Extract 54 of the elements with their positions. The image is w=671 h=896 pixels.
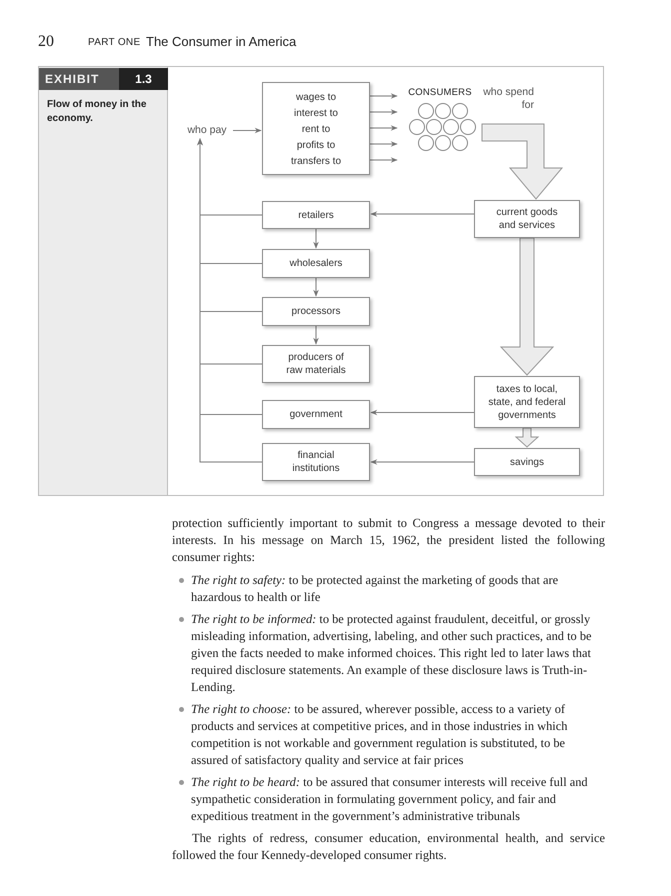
payment-box: [262, 82, 370, 175]
node-label: government: [290, 408, 342, 421]
exhibit-label: EXHIBIT: [39, 68, 119, 90]
bullet-text: The right to safety: to be protected against the marketing of goods that are hazardous to health or life: [191, 573, 558, 604]
arrow: [370, 109, 398, 115]
body-paragraph: protection sufficiently important to submit to Congress a message devoted to their interests. In his message on March 15, 1962, the president listed the following consumer rights:: [172, 515, 605, 566]
process-box: [474, 376, 580, 428]
process-box: [262, 400, 370, 429]
process-box: [474, 448, 580, 476]
process-box: [262, 443, 370, 481]
node-label: current goods and services: [495, 206, 559, 232]
bullet-text: The right to be informed: to be protected against fraudulent, deceitful, or grossly misleading information, advertising, labeling, and other such practices, and to be given the facts needed to make informed choices. This right led to later laws that required disclosure statements. An example of these disclosure laws is Truth-in-Lending.: [191, 612, 592, 694]
page-number: 20: [38, 33, 54, 51]
flow-arrow: [514, 428, 540, 448]
process-box: [262, 201, 370, 229]
node-label: transfers to: [290, 155, 342, 169]
bullet-text: The right to choose: to be assured, wherever possible, access to a variety of products and services at competitive prices, and in those industries in which competition is not workable and government regulation is substituted, to be assured of satisfactory quality and service at fair prices: [191, 702, 568, 767]
node-label: wholesalers: [290, 257, 342, 270]
process-box: [262, 345, 370, 383]
node-label: processors: [292, 305, 340, 318]
node-label: savings: [510, 456, 544, 468]
node-label: producers of raw materials: [285, 351, 347, 377]
node-label: interest to: [294, 107, 338, 121]
flow-label: who pay: [187, 124, 227, 137]
node-label: rent to: [302, 123, 330, 137]
exhibit-number: 1.3: [119, 68, 168, 90]
exhibit-title: Flow of money in the economy.: [47, 98, 148, 126]
node-label: profits to: [296, 139, 336, 153]
group-title: CONSUMERS: [408, 86, 472, 99]
running-head: PART ONE: [88, 37, 140, 48]
arrow: [370, 211, 474, 217]
flow-arrow: [482, 124, 564, 200]
process-box: [262, 249, 370, 278]
node-label: wages to: [296, 91, 336, 105]
arrow: [313, 278, 319, 297]
arrow: [232, 128, 262, 134]
node-label: retailers: [298, 208, 334, 222]
flow-arrow: [500, 238, 554, 376]
arrow: [370, 93, 398, 99]
arrow: [370, 157, 398, 163]
bullet-text: The right to be heard: to be assured that consumer interests will receive full and sympathetic consideration in formulating government policy, and fair and expeditious treatment in the government’s administrative tribunals: [191, 775, 588, 823]
running-head: The Consumer in America: [146, 34, 296, 49]
flow-label: who spend for: [482, 86, 534, 112]
arrow: [370, 410, 474, 416]
node-label: taxes to local, state, and federal governments: [487, 382, 567, 422]
arrow: [313, 326, 319, 345]
arrow: [313, 228, 319, 249]
process-box: [474, 200, 580, 238]
arrow: [370, 141, 398, 147]
node-label: financial institutions: [291, 449, 341, 475]
process-box: [262, 297, 370, 326]
arrow: [370, 125, 398, 131]
body-paragraph: The rights of redress, consumer education, environmental health, and service followed the four Kennedy-developed consumer rights.: [172, 830, 605, 864]
arrow: [370, 459, 474, 465]
